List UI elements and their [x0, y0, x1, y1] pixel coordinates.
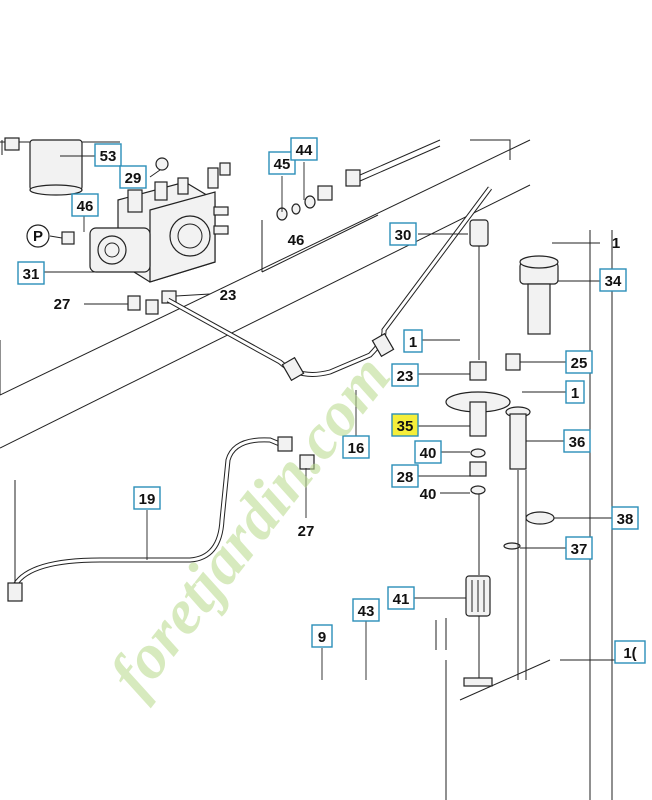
- callout-30: 30: [389, 222, 417, 246]
- svg-text:40: 40: [420, 486, 437, 503]
- svg-text:35: 35: [397, 418, 414, 435]
- svg-text:41: 41: [393, 591, 410, 608]
- filter-canister: [1, 137, 83, 196]
- watermark: foretjardin.com: [95, 341, 404, 708]
- callout-9: 9: [311, 624, 333, 648]
- svg-text:27: 27: [54, 296, 71, 313]
- callout-27-bottom: 27: [298, 523, 315, 540]
- svg-text:37: 37: [571, 541, 588, 558]
- callout-23-top: 23: [220, 287, 237, 304]
- hose-16: [166, 186, 493, 382]
- callout-10-partial: 1(: [614, 640, 646, 664]
- callout-28: 28: [391, 464, 419, 488]
- svg-text:23: 23: [397, 368, 414, 385]
- callout-36: 36: [563, 429, 591, 453]
- svg-text:43: 43: [358, 603, 375, 620]
- svg-text:45: 45: [274, 156, 291, 173]
- svg-text:19: 19: [139, 491, 156, 508]
- callout-44: 44: [290, 137, 318, 161]
- svg-text:44: 44: [296, 142, 313, 159]
- callout-34: 34: [599, 268, 627, 292]
- callout-40-top: 40: [414, 440, 442, 464]
- callout-1-mid: 1: [403, 329, 423, 353]
- svg-text:23: 23: [220, 287, 237, 304]
- callout-40-bottom: 40: [420, 486, 437, 503]
- svg-text:25: 25: [571, 355, 588, 372]
- callout-38: 38: [611, 506, 639, 530]
- svg-text:1: 1: [409, 334, 417, 351]
- callout-16: 16: [342, 435, 370, 459]
- svg-text:29: 29: [125, 170, 142, 187]
- callout-1-top: 1: [612, 235, 620, 252]
- callout-1-right: 1: [565, 380, 585, 404]
- svg-text:34: 34: [605, 273, 622, 290]
- svg-text:31: 31: [23, 266, 40, 283]
- svg-text:36: 36: [569, 434, 586, 451]
- hydraulic-pump: [61, 157, 231, 315]
- svg-text:28: 28: [397, 469, 414, 486]
- callout-46-top: 46: [71, 193, 99, 217]
- callout-41: 41: [387, 586, 415, 610]
- callout-p: P: [26, 224, 50, 248]
- callout-19: 19: [133, 486, 161, 510]
- svg-text:38: 38: [617, 511, 634, 528]
- callout-31: 31: [17, 261, 45, 285]
- callout-23-mid: 23: [391, 363, 419, 387]
- callout-43: 43: [352, 598, 380, 622]
- callout-37: 37: [565, 536, 593, 560]
- svg-text:P: P: [33, 228, 43, 245]
- leader-lines: [40, 155, 612, 680]
- svg-text:16: 16: [348, 440, 365, 457]
- svg-text:46: 46: [288, 232, 305, 249]
- svg-text:9: 9: [318, 629, 326, 646]
- svg-text:40: 40: [420, 445, 437, 462]
- callout-27-top: 27: [54, 296, 71, 313]
- callout-45: 45: [268, 151, 296, 175]
- center-column-parts: [435, 219, 511, 687]
- callout-29: 29: [119, 165, 147, 189]
- callout-46-mid: 46: [288, 232, 305, 249]
- svg-text:53: 53: [100, 148, 117, 165]
- callout-53: 53: [94, 143, 122, 167]
- svg-text:1: 1: [612, 235, 620, 252]
- svg-text:30: 30: [395, 227, 412, 244]
- svg-text:1: 1: [571, 385, 579, 402]
- callout-35-highlighted: 35: [391, 413, 419, 437]
- right-column-parts: [503, 255, 559, 680]
- svg-text:27: 27: [298, 523, 315, 540]
- svg-text:1(: 1(: [623, 645, 636, 662]
- callout-25: 25: [565, 350, 593, 374]
- svg-text:foretjardin.com: foretjardin.com: [95, 341, 404, 708]
- hose-19: [7, 436, 315, 602]
- fittings-44-45: [276, 139, 441, 221]
- svg-text:46: 46: [77, 198, 94, 215]
